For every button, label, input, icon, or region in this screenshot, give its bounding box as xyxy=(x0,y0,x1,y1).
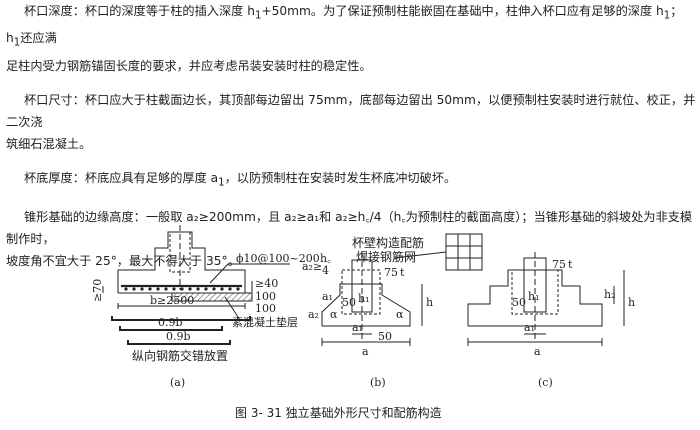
para-cup-depth-line1: 杯口深度：杯口的深度等于柱的插入深度 h1+50mm。为了保证预制柱能嵌固在基础… xyxy=(6,0,696,55)
label-100b: 100 xyxy=(255,302,276,315)
figure-b-labels: 杯壁构造配筋 焊接钢筋网 h꜀ 4 a₂≥ a₁ 75 t 50 h₁ a₂ α… xyxy=(302,235,433,389)
label-a1-bottom: a₁ xyxy=(352,321,363,334)
label-a2-b: a₂ xyxy=(308,308,319,321)
label-t-b: t xyxy=(400,266,405,279)
label-alpha-left: α xyxy=(330,308,338,321)
text-fragment: +50mm。为了保证预制柱能嵌固在基础中，柱伸入杯口应有足够的深度 h xyxy=(261,4,664,18)
foundation-c-outline xyxy=(467,269,603,327)
para-edge-height-line2: 坡度角不宜大于 25°，最大不得大于 35°。 xyxy=(6,254,240,269)
figure-b xyxy=(321,233,483,346)
label-a1-c: a₁ xyxy=(524,321,535,334)
figure-caption: 图 3- 31 独立基础外形尺寸和配筋构造 xyxy=(235,405,442,420)
label-09b-a: 0.9b xyxy=(158,316,183,329)
label-75-b: 75 xyxy=(384,266,398,279)
rebar-dots-a xyxy=(124,287,240,291)
label-a2-ge: a₂≥ xyxy=(302,260,322,273)
label-ge40: ≥40 xyxy=(255,277,278,290)
foundation-b-outline xyxy=(321,283,411,327)
label-09b-b: 0.9b xyxy=(166,330,191,343)
subfig-label-c: (c) xyxy=(538,376,553,389)
label-four: 4 xyxy=(322,264,329,277)
figure-c xyxy=(467,252,625,346)
label-75-c: 75 xyxy=(552,258,566,271)
subscript: 1 xyxy=(254,10,262,22)
label-lean-pad: 素混凝土垫层 xyxy=(232,315,298,329)
label-h1-b: h₁ xyxy=(358,292,370,305)
pad-leader xyxy=(224,296,241,321)
body-text: 杯口深度：杯口的深度等于柱的插入深度 h1+50mm。为了保证预制柱能嵌固在基础… xyxy=(6,0,696,272)
label-t-c: t xyxy=(568,258,573,271)
para-cup-depth-line2: 足柱内受力钢筋锚固长度的要求，并应考虑吊装安装时柱的稳定性。 xyxy=(6,58,372,73)
label-cup-wall-rebar: 杯壁构造配筋 xyxy=(352,235,424,250)
label-w50: 50 xyxy=(378,330,392,343)
text-fragment: 杯口深度：杯口的深度等于柱的插入深度 h xyxy=(24,4,255,18)
subfig-label-a: (a) xyxy=(170,376,185,389)
label-alpha-right: α xyxy=(396,308,404,321)
label-a-c: a xyxy=(534,345,541,358)
rebar-bar-full xyxy=(111,316,251,321)
label-50-c: 50 xyxy=(512,296,526,309)
label-a-b: a xyxy=(362,345,369,358)
label-b-ge-2500: b≥2500 xyxy=(150,294,194,307)
label-h1-c: h₁ xyxy=(528,290,540,303)
label-welded-mesh: 焊接钢筋网 xyxy=(356,249,416,264)
figure-c-labels: 75 t h₂ 50 h₁ h a₁ a b (c) xyxy=(512,258,635,389)
rebar-bar-1 xyxy=(119,326,223,331)
label-h-c: h xyxy=(628,296,635,309)
subfig-label-b: (b) xyxy=(370,376,386,389)
mesh-icon xyxy=(445,233,483,271)
para-cup-size-line1: 杯口尺寸：杯口应大于柱截面边长，其顶部每边留出 75mm，底部每边留出 50mm… xyxy=(6,92,696,129)
para-cup-size-line2: 筑细石混凝土。 xyxy=(6,136,92,151)
para-edge-height-line1: 锥形基础的边缘高度：一般取 a₂≥200mm，且 a₂≥a₁和 a₂≥h꜀/4（… xyxy=(6,210,693,247)
subscript: 1 xyxy=(663,10,671,22)
label-h-b: h xyxy=(426,296,433,309)
label-50-b: 50 xyxy=(342,296,356,309)
label-100a: 100 xyxy=(255,290,276,303)
label-hc: h꜀ xyxy=(320,252,331,265)
label-rebar-spec: ϕ10@100~200 xyxy=(236,252,320,265)
text-fragment: 还应满 xyxy=(20,31,57,46)
para-cup-bottom: 杯底厚度：杯底应具有足够的厚度 a1，以防预制柱在安装时发生杯底冲切破坏。 xyxy=(6,167,696,194)
text-fragment: ；h xyxy=(6,4,683,46)
figure-a xyxy=(102,225,290,345)
text-fragment: ，以防预制柱在安装时发生杯底冲切破坏。 xyxy=(224,170,457,185)
label-rebar-note: 纵向钢筋交错放置 xyxy=(132,348,228,363)
subscript: 1 xyxy=(218,177,225,189)
subscript: 1 xyxy=(13,37,21,49)
mesh-leader xyxy=(394,251,447,259)
figure-a-labels: ϕ10@100~200 ≥70 ≥40 100 100 b≥2500 素混凝土垫… xyxy=(91,252,320,389)
cup-b xyxy=(341,269,381,315)
rebar-leader-a xyxy=(209,263,229,284)
rebar-bar-2 xyxy=(127,340,231,345)
label-a1: a₁ xyxy=(322,290,333,303)
foundation-a-outline xyxy=(117,231,246,293)
label-h2-c: h₂ xyxy=(604,288,616,301)
label-ge70: ≥70 xyxy=(91,279,104,302)
text-fragment: 杯底厚度：杯底应具有足够的厚度 a xyxy=(24,170,219,185)
